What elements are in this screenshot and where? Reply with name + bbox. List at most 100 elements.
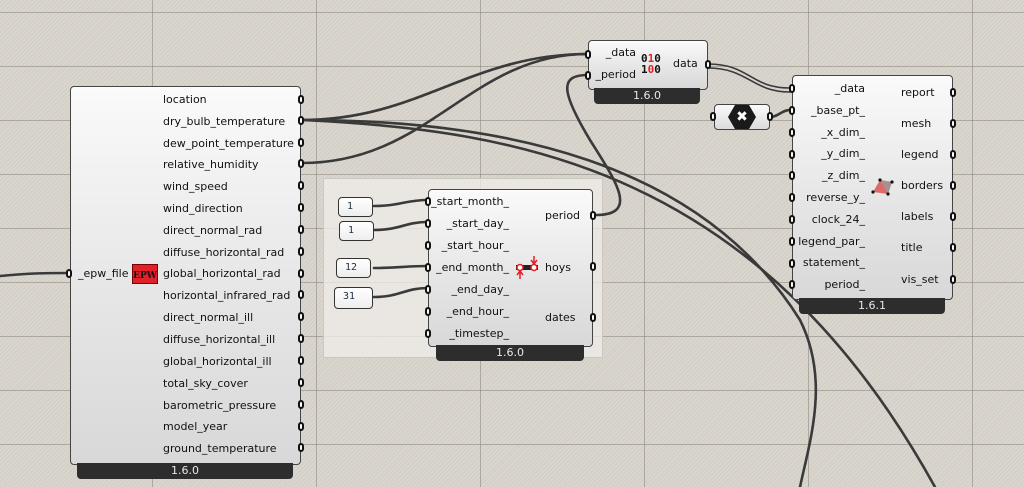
output-port[interactable] — [298, 95, 304, 104]
input-port[interactable] — [789, 84, 795, 93]
epw-icon: EPW — [132, 264, 158, 284]
hourly-plot-icon — [871, 178, 894, 196]
output-port[interactable] — [298, 181, 304, 190]
output-port[interactable] — [298, 159, 304, 168]
input-port[interactable] — [425, 329, 431, 338]
analysis-period-component[interactable]: _start_month_ _start_day_ _start_hour_ _… — [428, 189, 593, 347]
output-port[interactable] — [298, 290, 304, 299]
output-port[interactable] — [298, 422, 304, 431]
apply-period-component[interactable]: _data _period 010 100 data — [588, 40, 708, 90]
input-label: _y_dim_ — [821, 147, 865, 160]
input-label: clock_24_ — [811, 213, 865, 226]
apply-period-version: 1.6.0 — [594, 88, 700, 104]
output-port[interactable] — [298, 203, 304, 212]
input-port[interactable] — [789, 128, 795, 137]
panel-value: 31 — [343, 291, 356, 302]
input-port[interactable] — [710, 112, 716, 121]
input-port[interactable] — [425, 307, 431, 316]
input-port[interactable] — [789, 237, 795, 246]
input-label: statement_ — [802, 256, 865, 269]
panel-value: 1 — [347, 201, 354, 212]
point-component[interactable]: ✖ — [714, 104, 770, 130]
output-port[interactable] — [298, 269, 304, 278]
input-port[interactable] — [789, 280, 795, 289]
output-port[interactable] — [950, 88, 956, 97]
input-port[interactable] — [789, 193, 795, 202]
input-port-data[interactable] — [585, 50, 591, 59]
output-port[interactable] — [950, 181, 956, 190]
panel-value: 12 — [345, 262, 358, 273]
output-label: global_horizontal_rad — [163, 267, 281, 280]
input-port[interactable] — [425, 285, 431, 294]
analysis-period-icon — [516, 256, 538, 279]
output-label: period — [545, 209, 581, 222]
input-epw-file-label: _epw_file — [78, 267, 129, 280]
output-port[interactable] — [298, 443, 304, 452]
number-panel-start-day[interactable]: 1 — [339, 221, 374, 241]
output-label: diffuse_horizontal_ill — [163, 333, 276, 346]
input-label: reverse_y_ — [806, 191, 865, 204]
input-port[interactable] — [789, 171, 795, 180]
output-label: dates — [545, 311, 576, 324]
input-label: _timestep_ — [449, 327, 509, 340]
output-port-period[interactable] — [590, 211, 596, 220]
output-port-data[interactable] — [705, 60, 711, 69]
output-port[interactable] — [298, 400, 304, 409]
output-port[interactable] — [767, 112, 773, 121]
output-label: title — [901, 241, 923, 254]
input-port[interactable] — [789, 215, 795, 224]
number-panel-start-month[interactable]: 1 — [338, 197, 373, 217]
output-port[interactable] — [950, 212, 956, 221]
import-epw-component[interactable]: _epw_file EPW location dry_bulb_temperat… — [70, 86, 301, 465]
input-port[interactable] — [789, 106, 795, 115]
input-label: _z_dim_ — [821, 169, 865, 182]
analysis-period-version: 1.6.0 — [436, 345, 584, 361]
output-port[interactable] — [298, 225, 304, 234]
output-label: hoys — [545, 261, 571, 274]
output-label: direct_normal_rad — [163, 224, 263, 237]
output-port[interactable] — [298, 312, 304, 321]
input-port[interactable] — [425, 197, 431, 206]
input-port-epw-file[interactable] — [66, 269, 72, 278]
output-port-dates[interactable] — [590, 313, 596, 322]
output-port[interactable] — [298, 116, 304, 125]
input-label: _end_hour_ — [446, 305, 509, 318]
output-port[interactable] — [298, 334, 304, 343]
input-port[interactable] — [425, 219, 431, 228]
input-label: _data — [834, 82, 865, 95]
output-label: wind_speed — [163, 180, 228, 193]
output-label: mesh — [901, 117, 932, 130]
input-label: _x_dim_ — [821, 126, 865, 139]
panel-value: 1 — [348, 225, 355, 236]
x-hexagon-icon: ✖ — [728, 105, 756, 129]
output-port[interactable] — [950, 150, 956, 159]
hourly-plot-component[interactable]: _data _base_pt_ _x_dim_ _y_dim_ _z_dim_ … — [792, 75, 953, 300]
number-panel-end-day[interactable]: 31 — [334, 287, 373, 309]
output-port[interactable] — [950, 243, 956, 252]
output-port[interactable] — [298, 356, 304, 365]
output-port[interactable] — [298, 138, 304, 147]
input-label: period_ — [824, 278, 865, 291]
output-label: vis_set — [901, 273, 939, 286]
output-port[interactable] — [298, 378, 304, 387]
output-label: total_sky_cover — [163, 377, 248, 390]
number-panel-end-month[interactable]: 12 — [336, 258, 371, 278]
output-port[interactable] — [950, 119, 956, 128]
input-port-period[interactable] — [585, 71, 591, 80]
output-label: horizontal_infrared_rad — [163, 289, 291, 302]
output-label: model_year — [163, 420, 228, 433]
input-label: _end_day_ — [451, 283, 509, 296]
output-port[interactable] — [298, 247, 304, 256]
input-port[interactable] — [425, 241, 431, 250]
output-port-hoys[interactable] — [590, 262, 596, 271]
input-port[interactable] — [789, 259, 795, 268]
hourly-plot-version: 1.6.1 — [799, 298, 945, 314]
output-label: dew_point_temperature — [163, 137, 294, 150]
output-label: barometric_pressure — [163, 399, 277, 412]
input-label: _end_month_ — [436, 261, 509, 274]
output-port[interactable] — [950, 275, 956, 284]
output-label: relative_humidity — [163, 158, 259, 171]
input-port[interactable] — [425, 263, 431, 272]
input-port[interactable] — [789, 150, 795, 159]
output-label: borders — [901, 179, 944, 192]
